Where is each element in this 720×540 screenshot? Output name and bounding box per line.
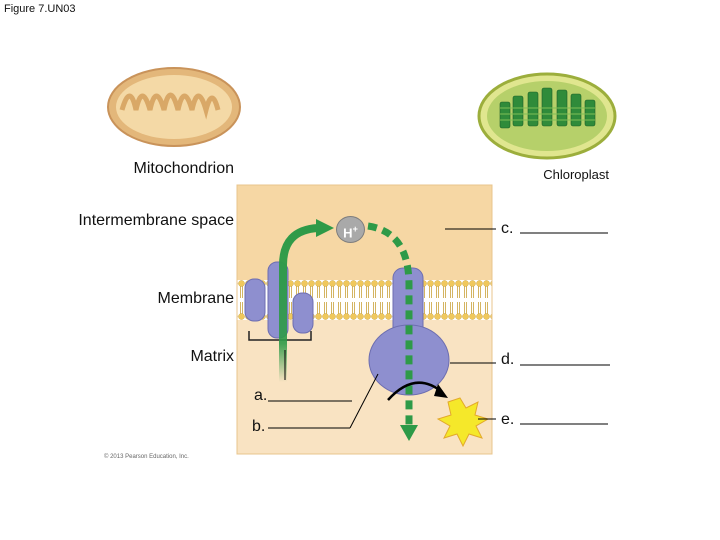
hydrogen-ion-charge: + <box>352 224 358 234</box>
blank-label-e: e. <box>501 411 515 428</box>
reaction-arrowhead <box>434 384 448 398</box>
energy-burst <box>436 397 490 448</box>
figure-title: Figure 7.UN03 <box>4 3 76 15</box>
mitochondrion-label: Mitochondrion <box>133 160 235 177</box>
proton-pump-arrowhead <box>316 219 334 237</box>
leader-b <box>349 373 379 429</box>
chloroplast-illustration <box>477 72 617 160</box>
copyright-notice: © 2013 Pearson Education, Inc. <box>104 454 189 460</box>
blank-label-c: c. <box>501 220 514 237</box>
mitochondrion-illustration <box>107 67 241 147</box>
proton-flow-arrowhead <box>400 425 418 441</box>
blank-label-a: a. <box>254 387 268 404</box>
proton-pump-arrow <box>279 224 319 382</box>
chloroplast-label: Chloroplast <box>543 167 609 182</box>
hydrogen-ion: H+ <box>336 216 365 243</box>
membrane-label: Membrane <box>157 290 234 307</box>
blank-label-b: b. <box>252 418 266 435</box>
intermembrane-space-label: Intermembrane space <box>78 212 234 229</box>
blank-label-d: d. <box>501 351 515 368</box>
matrix-label: Matrix <box>190 348 234 365</box>
proton-flow-arrow <box>367 222 413 425</box>
